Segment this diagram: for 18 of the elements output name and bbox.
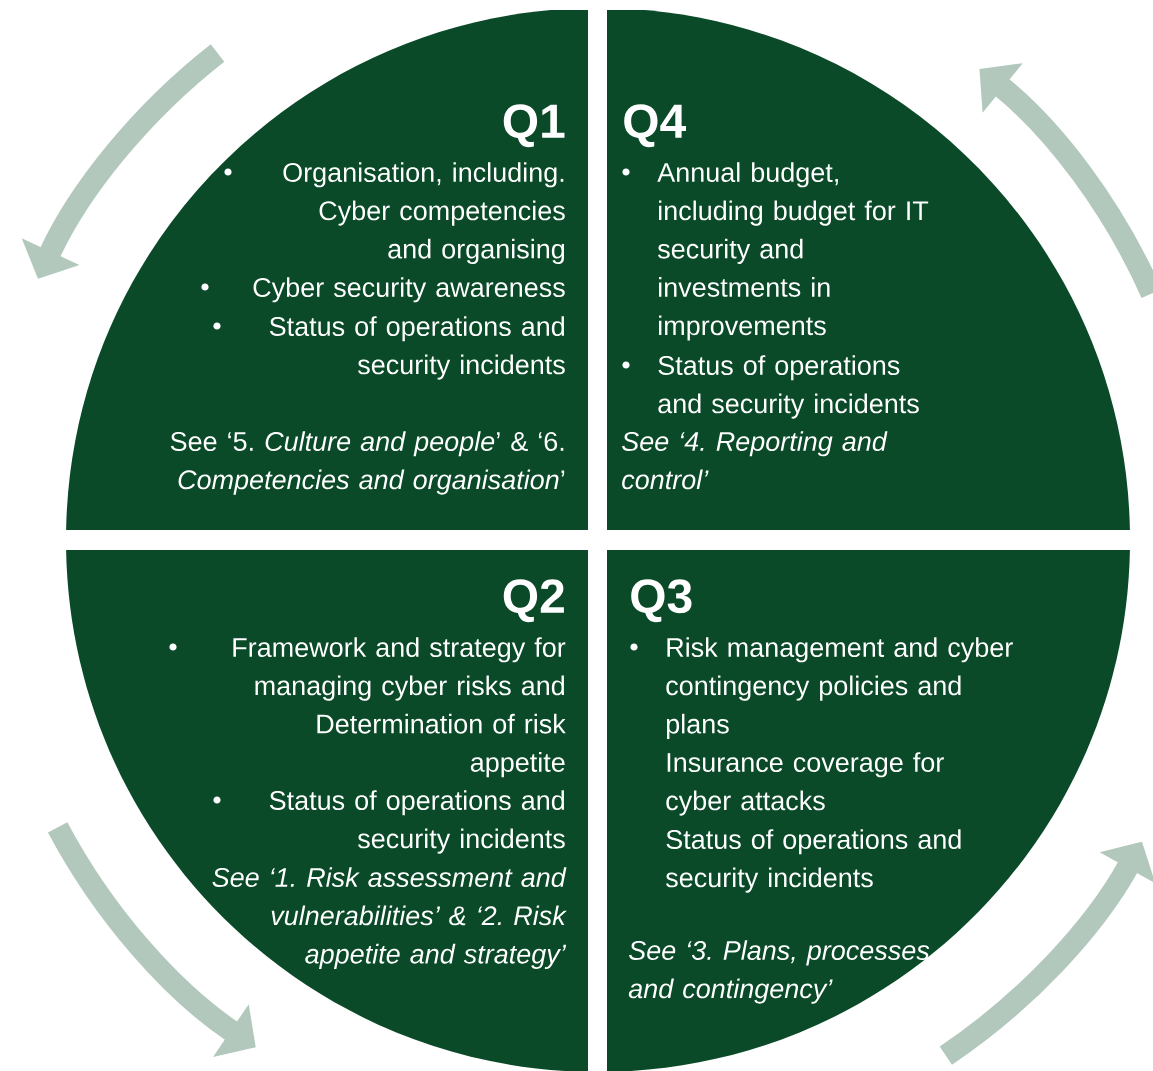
bullet-item: Status of operations and security incidents [665, 829, 961, 893]
bullet-item: Cyber security awareness [253, 277, 565, 303]
quadrant-heading: Q2 [503, 579, 564, 623]
bullet-item: Status of operations and security incidents [658, 355, 919, 419]
quadrant-heading: Q3 [631, 579, 692, 623]
quadrant-heading: Q1 [503, 104, 565, 148]
bullet-item: Risk management and cyber contingency policies and plans [666, 637, 1013, 739]
bullet-item: Insurance coverage for cyber attacks [666, 752, 944, 816]
reference-note: See ‘4. Reporting and control’ [622, 431, 888, 490]
bullet-item: Annual budget, including budget for IT security and investments in improvements [657, 162, 929, 341]
reference-note: See ‘3. Plans, processes and contingency’ [628, 940, 930, 1004]
reference-note: See ‘5. Culture and people’ & ‘6. Competencies and organisation’ [170, 431, 565, 495]
bullet-item: Status of operations and security incidents [269, 316, 565, 380]
bullet-item: Organisation, including. Cyber competencies and organising [283, 162, 565, 264]
bullet-item: Framework and strategy for managing cyber risks and Determination of risk appetite [233, 637, 566, 778]
reference-note: See ‘1. Risk assessment and vulnerabilities’ & ‘2. Risk appetite and strategy’ [212, 867, 567, 969]
quadrant-heading: Q4 [624, 104, 686, 148]
bullet-item: Status of operations and security incidents [269, 790, 565, 854]
